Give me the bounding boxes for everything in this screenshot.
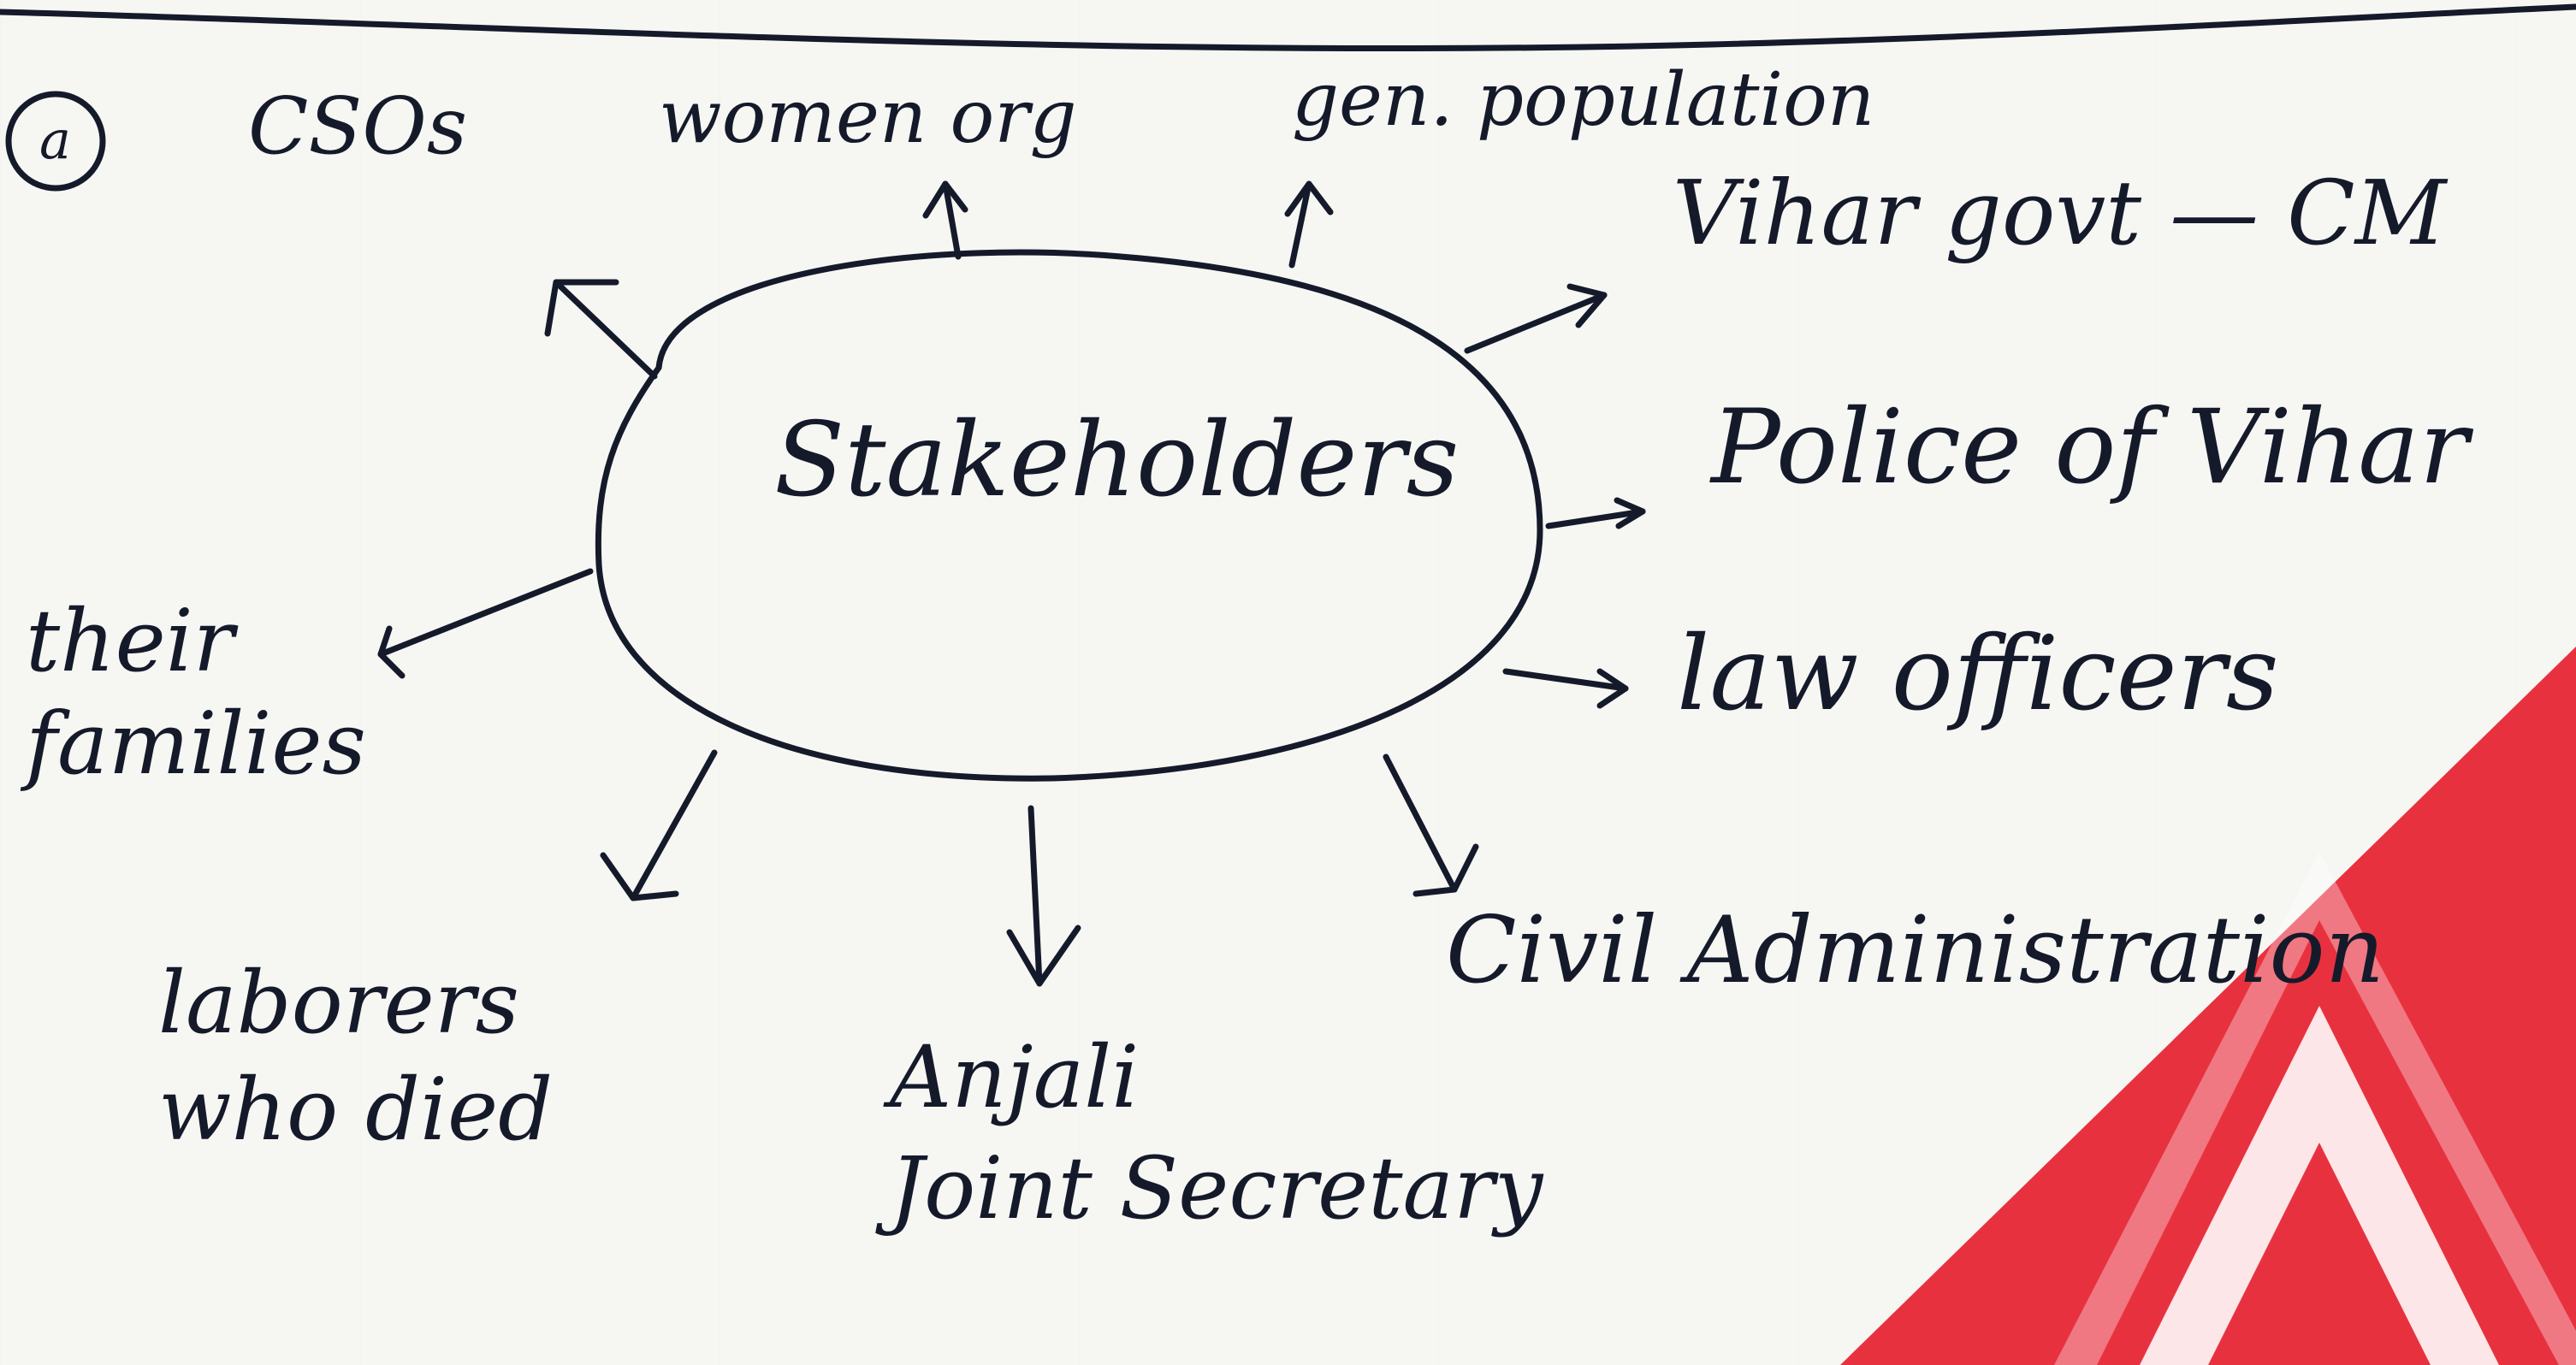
arrow-anjali <box>1027 805 1043 987</box>
arrowhead-women-org <box>922 180 968 219</box>
arrowhead-law-officers <box>1596 668 1629 709</box>
arrow-vihar-govt <box>1464 292 1608 354</box>
stakeholder-law-officers: law officers <box>1677 615 2279 734</box>
question-marker-circle <box>5 91 106 192</box>
arrowhead-anjali <box>1006 925 1081 987</box>
arrowhead-families <box>377 625 406 679</box>
stakeholder-vihar-govt: Vihar govt — CM <box>1673 161 2447 265</box>
question-marker-label: a <box>39 109 71 171</box>
arrow-police <box>1545 508 1646 529</box>
arrow-csos <box>553 279 658 380</box>
stakeholder-civil-admin: Civil Administration <box>1446 897 2385 1004</box>
arrow-laborers <box>630 749 718 901</box>
stakeholder-families: their families <box>26 591 366 794</box>
top-rule-line <box>0 3 2576 52</box>
arrowhead-csos <box>544 279 619 337</box>
stakeholder-gen-population: gen. population <box>1292 57 1875 143</box>
stakeholder-csos: CSOs <box>248 80 468 172</box>
arrow-gen-population <box>1288 180 1312 269</box>
stakeholder-police: Police of Vihar <box>1711 388 2469 507</box>
arrowhead-gen-population <box>1284 180 1334 217</box>
arrowhead-vihar-govt <box>1566 283 1608 328</box>
arrow-families <box>377 568 594 658</box>
arrow-women-org <box>942 180 962 260</box>
arrowhead-laborers <box>600 852 679 901</box>
arrowhead-civil-admin <box>1412 843 1479 897</box>
stakeholder-anjali: Anjali Joint Secretary <box>890 1027 1543 1238</box>
arrow-civil-admin <box>1383 753 1458 893</box>
stakeholder-laborers: laborers who died <box>158 953 554 1160</box>
center-ellipse <box>595 249 1543 782</box>
arrow-law-officers <box>1502 668 1629 692</box>
center-node-label: Stakeholders <box>774 401 1460 520</box>
stakeholder-women-org: women org <box>659 74 1077 160</box>
arrowhead-police <box>1614 497 1646 529</box>
watermark-logo <box>1840 647 2576 1365</box>
